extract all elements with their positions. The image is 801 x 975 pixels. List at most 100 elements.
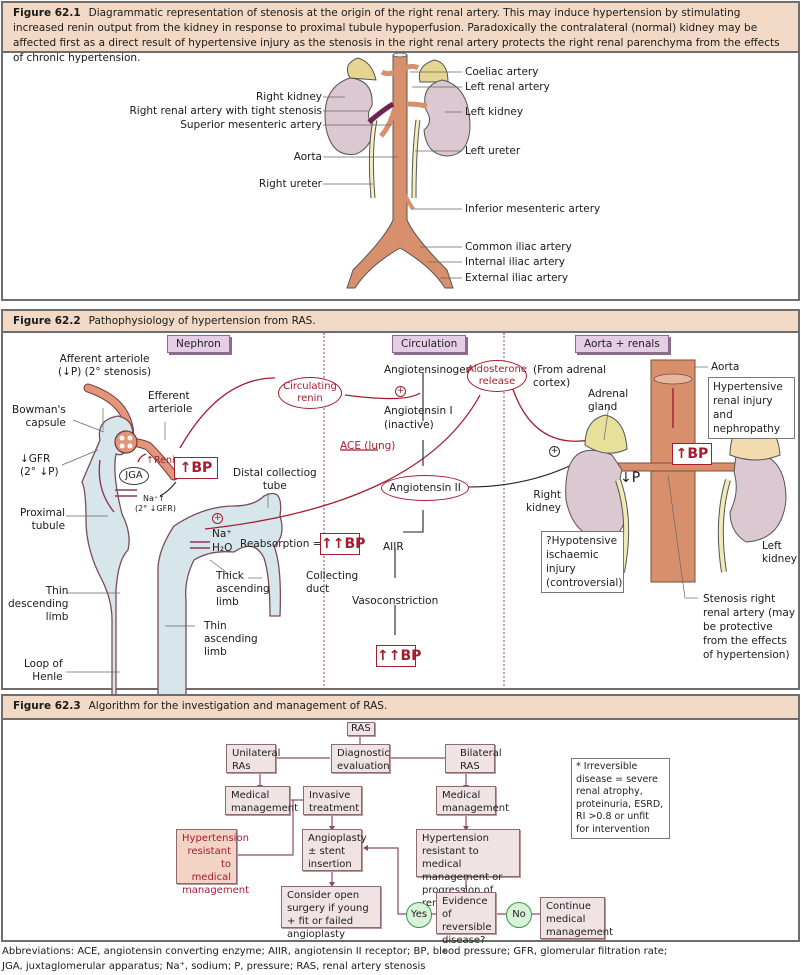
angiotensin2-to-adrenal xyxy=(467,461,579,488)
flow-box-resistant-alert: Hypertension resistant to medical manage… xyxy=(176,829,249,896)
decision-no: No xyxy=(506,902,532,928)
label-afferent-arteriole: Afferent arteriole(↓P) (2° stenosis) xyxy=(58,353,152,378)
label-angiotensinogen: Angiotensinogen xyxy=(384,364,473,376)
decision-yes: Yes xyxy=(406,902,432,928)
flow-box-invasive: Invasive treatment xyxy=(303,786,362,815)
section-label-circulation: Circulation xyxy=(392,335,467,353)
label-reabsorption: Reabsorption = xyxy=(240,538,322,550)
label-left-renal-artery: Left renal artery xyxy=(465,81,550,93)
label-inferior-mesenteric: Inferior mesenteric artery xyxy=(465,203,601,215)
renin-to-angiotensin-arrow xyxy=(344,392,421,400)
label-right-renal-artery: Right renal artery with tight stenosis xyxy=(129,105,322,117)
nephron-tubule xyxy=(81,415,283,700)
label-internal-iliac: Internal iliac artery xyxy=(465,256,565,268)
left-adrenal-gland xyxy=(418,59,449,83)
coeliac-artery xyxy=(380,63,420,77)
flow-box-ras: RAS xyxy=(347,722,375,736)
label-right-kidney: Right kidney xyxy=(256,91,322,103)
figure-number: Figure 62.2 xyxy=(13,315,81,327)
right-adrenal-gland xyxy=(346,57,377,81)
flow-box-bilateral: Bilateral RAS xyxy=(445,744,502,773)
caption-text: Pathophysiology of hypertension from RAS… xyxy=(88,315,316,327)
label-na-increase: Na⁺↑ xyxy=(143,494,165,503)
figure-number: Figure 62.3 xyxy=(13,700,81,712)
irreversible-footnote: * Irreversible disease = severe renal at… xyxy=(571,758,670,839)
aorta xyxy=(346,54,454,289)
aldosterone-to-nephron-arrow xyxy=(204,394,481,530)
label-renin: ↑Renin xyxy=(146,455,181,466)
right-ureter-fill xyxy=(369,119,377,199)
bp-box-nephron: ↑BP xyxy=(174,457,218,479)
flow-box-angioplasty: Angioplasty ± stent insertion xyxy=(302,829,367,871)
inferior-mesenteric-artery xyxy=(403,194,415,211)
abbreviations-line-2: JGA, juxtaglomerular apparatus; Na⁺, sod… xyxy=(2,961,426,972)
plus-sign-adrenal: + xyxy=(549,446,560,457)
label-coeliac: Coeliac artery xyxy=(465,66,539,78)
label-superior-mesenteric: Superior mesenteric artery xyxy=(180,119,322,131)
label-ace-lung: ACE (lung) xyxy=(340,440,396,452)
flow-box-medical-left: Medical management xyxy=(225,786,298,815)
figure-62-3-panel: Figure 62.3 Algorithm for the investigati… xyxy=(1,694,800,942)
left-renal-artery xyxy=(406,101,428,109)
label-h2o: H₂O xyxy=(212,542,233,554)
label-left-kidney: Left kidney xyxy=(465,106,524,118)
caption-text: Algorithm for the investigation and mana… xyxy=(88,700,388,712)
label-vasoconstriction: Vasoconstriction xyxy=(352,595,439,607)
aldosterone-ellipse: Aldosterone release xyxy=(467,360,527,392)
adrenal-to-aldosterone-arrow xyxy=(509,379,591,442)
label-inactive: (inactive) xyxy=(384,419,434,431)
label-common-iliac: Common iliac artery xyxy=(465,241,572,253)
label-from-adrenal: (From adrenal cortex) xyxy=(533,364,607,389)
renin-arrow xyxy=(179,377,276,449)
label-aorta-section: Aorta xyxy=(711,361,740,373)
bp-box-reabsorption: ↑↑BP xyxy=(320,533,365,555)
jga-ellipse: JGA xyxy=(119,467,149,485)
label-angiotensin-1: Angiotensin I xyxy=(384,405,453,417)
label-stenosis-note: Stenosis right renal artery (may be prot… xyxy=(703,593,796,661)
jga-renin xyxy=(137,453,147,463)
label-low-pressure: ↓P xyxy=(620,470,641,486)
flow-box-medical-right: Medical management xyxy=(436,786,509,815)
abbreviations-line-1: Abbreviations: ACE, angiotensin converti… xyxy=(2,946,668,957)
flow-box-unilateral: Unilateral RAs xyxy=(226,744,280,773)
figure-number: Figure 62.1 xyxy=(13,7,81,19)
aorta-lumen xyxy=(653,373,693,385)
anatomy-illustration xyxy=(323,52,471,289)
pathophysiology-illustration xyxy=(61,359,787,700)
label-gfr: ↓GFR(2° ↓P) xyxy=(20,453,59,478)
label-na: Na⁺ xyxy=(212,528,232,540)
label-left-ureter: Left ureter xyxy=(465,145,521,157)
label-right-ureter: Right ureter xyxy=(258,178,322,190)
circulating-renin-ellipse: Circulating renin xyxy=(278,377,342,409)
section-label-nephron: Nephron xyxy=(167,335,230,353)
flow-box-resistant-right: Hypertension resistant to medical manage… xyxy=(416,829,520,909)
bp-box-aorta: ↑BP xyxy=(672,443,712,465)
plus-sign-aldosterone: + xyxy=(212,513,223,524)
figure-62-2-caption: Figure 62.2 Pathophysiology of hypertensi… xyxy=(3,311,798,333)
right-adrenal-gland xyxy=(584,414,628,454)
aorta-top xyxy=(392,52,408,58)
flow-box-evidence: Evidence of reversible disease?* xyxy=(436,892,496,959)
flow-box-continue: Continue medical management xyxy=(540,897,613,939)
flow-box-diagnostic: Diagnostic evaluation xyxy=(331,744,390,773)
caption-text: Diagrammatic representation of stenosis … xyxy=(13,7,780,64)
label-aorta: Aorta xyxy=(293,151,322,163)
hypertensive-injury-note: Hypertensive renal injury and nephropath… xyxy=(708,377,795,439)
label-aiir: AIIR xyxy=(383,541,404,553)
section-divider-2 xyxy=(503,333,505,686)
plus-sign-renin: + xyxy=(395,386,406,397)
figure-62-3-caption: Figure 62.3 Algorithm for the investigati… xyxy=(3,696,798,720)
left-kidney-cross-section xyxy=(729,453,787,543)
